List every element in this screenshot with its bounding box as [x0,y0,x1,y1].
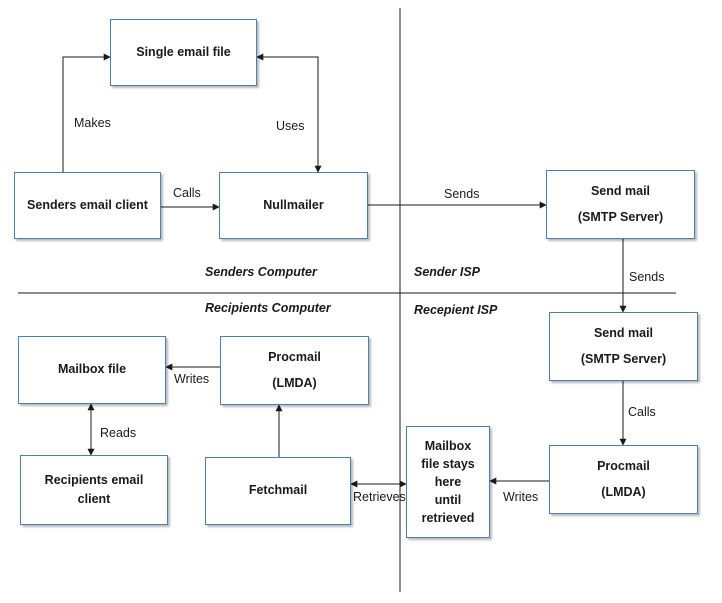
box-sublabel: (SMTP Server) [580,352,667,366]
box-sublabel: (LMDA) [601,485,646,499]
box-label: Send mail [590,183,651,198]
label-sends-down: Sends [629,270,665,284]
label-calls-isp: Calls [628,405,656,419]
label-makes: Makes [74,116,111,130]
region-recipient-isp: Recepient ISP [414,303,498,317]
box-label: Recipients email [44,472,144,487]
box-line: here [434,474,462,489]
box-sublabel: (SMTP Server) [577,210,664,224]
box-single-email-file: Single email file [110,19,257,86]
box-label: Nullmailer [263,197,324,212]
region-recipients-computer: Recipients Computer [205,301,331,315]
box-nullmailer: Nullmailer [219,172,368,239]
label-uses: Uses [276,119,305,133]
box-label: Senders email client [27,197,148,212]
arrow-uses [256,53,322,173]
label-writes-mailbox: Writes [174,372,210,386]
label-reads: Reads [100,426,137,440]
region-sender-isp: Sender ISP [414,265,480,279]
box-line: until [434,493,462,508]
box-sublabel: (LMDA) [272,376,317,390]
box-sublabel: client [77,492,111,506]
box-line: file stays [421,456,475,471]
box-sendmail-sender: Send mail (SMTP Server) [546,170,695,239]
box-label: Mailbox file [57,362,127,377]
box-label: Procmail [597,458,650,473]
arrow-makes [62,53,111,172]
box-line: Mailbox [424,438,472,453]
box-recipients-email-client: Recipients email client [20,455,168,525]
box-mailbox-file: Mailbox file [18,336,166,404]
label-sends-isp: Sends [444,187,480,201]
label-retrieves: Retrieves [353,490,406,504]
label-calls-client: Calls [173,186,201,200]
label-writes-isp: Writes [503,490,539,504]
box-label: Procmail [268,349,321,364]
box-label: Fetchmail [248,483,308,498]
box-mailbox-stays: Mailbox file stays here until retrieved [406,426,490,538]
box-procmail-isp: Procmail (LMDA) [549,445,698,514]
box-sendmail-recipient: Send mail (SMTP Server) [549,312,698,381]
box-label: Send mail [593,325,654,340]
box-senders-email-client: Senders email client [14,172,161,239]
box-line: retrieved [421,511,475,526]
box-fetchmail: Fetchmail [205,457,351,525]
region-senders-computer: Senders Computer [205,265,317,279]
box-procmail-recipient-computer: Procmail (LMDA) [220,336,369,405]
box-label: Single email file [136,44,231,59]
